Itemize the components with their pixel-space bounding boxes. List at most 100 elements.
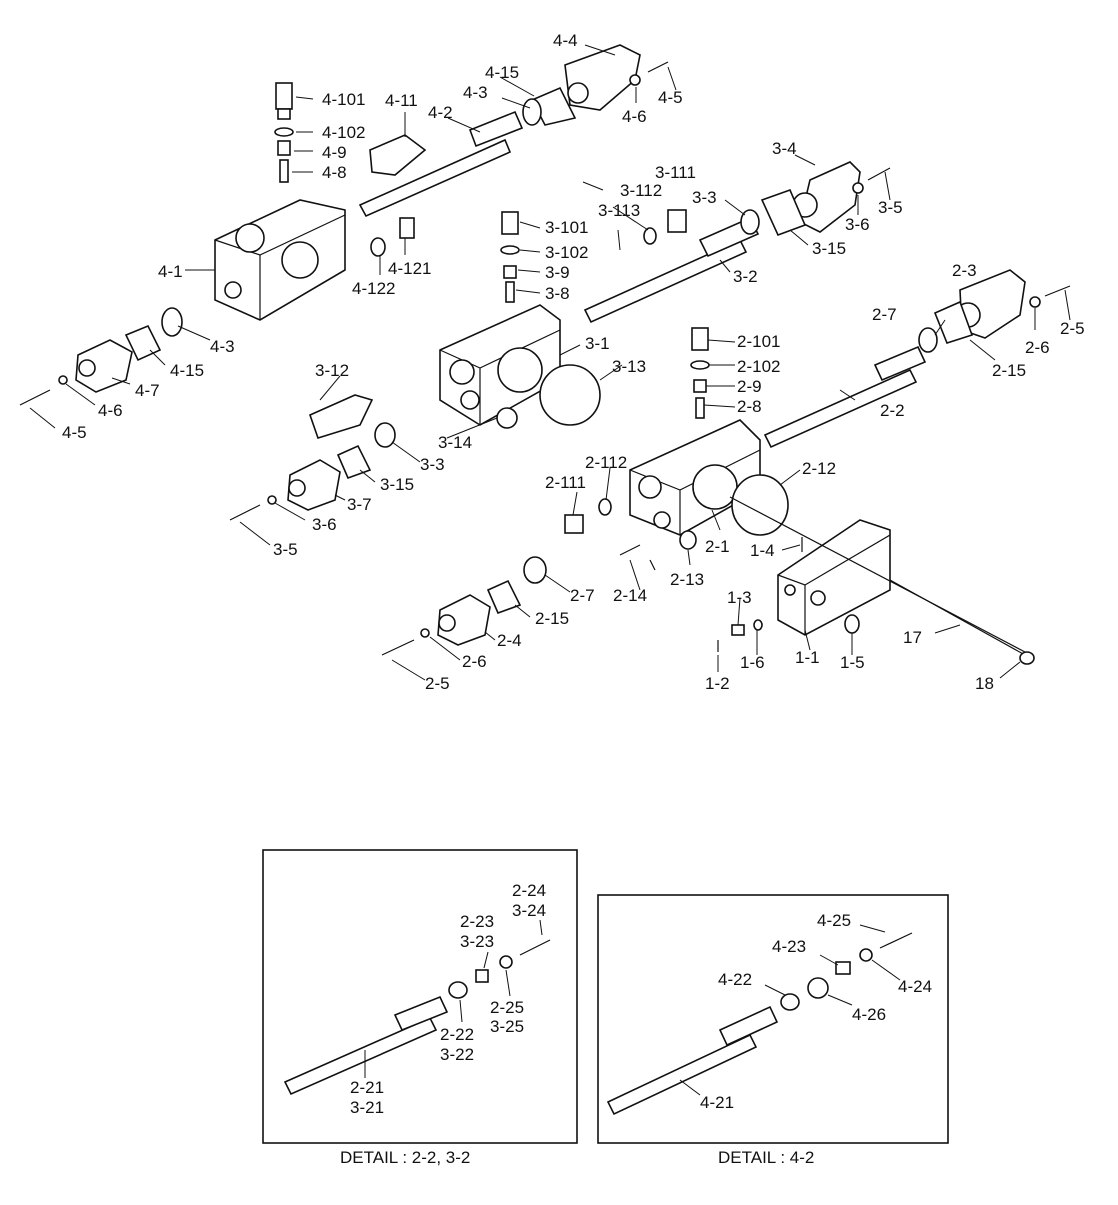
label-4-5: 4-5 bbox=[62, 423, 87, 442]
detail-label-4-25: 4-25 bbox=[817, 911, 851, 930]
label-3-13: 3-13 bbox=[612, 357, 646, 376]
section-1-parts bbox=[717, 496, 1035, 679]
label-2-15: 2-15 bbox=[992, 361, 1026, 380]
label-4-7: 4-7 bbox=[135, 381, 160, 400]
label-3-3: 3-3 bbox=[692, 188, 717, 207]
label-2-12: 2-12 bbox=[802, 459, 836, 478]
o-ring-3-3a bbox=[740, 209, 760, 235]
label-3-2: 3-2 bbox=[733, 267, 758, 286]
label-2-8: 2-8 bbox=[737, 397, 762, 416]
label-2-7: 2-7 bbox=[872, 305, 897, 324]
label-2-6: 2-6 bbox=[462, 652, 487, 671]
plug-2-111 bbox=[564, 514, 584, 534]
label-4-15: 4-15 bbox=[485, 63, 519, 82]
detail-label-2-24: 2-24 bbox=[512, 881, 546, 900]
label-2-5: 2-5 bbox=[1060, 319, 1085, 338]
label-3-15: 3-15 bbox=[812, 239, 846, 258]
label-2-111: 2-111 bbox=[545, 473, 586, 492]
label-4-15: 4-15 bbox=[170, 361, 204, 380]
cap-4-11 bbox=[369, 134, 427, 176]
bolt-3-5b bbox=[229, 504, 261, 521]
label-18: 18 bbox=[975, 674, 994, 693]
plug-3-12 bbox=[309, 394, 374, 439]
label-3-4: 3-4 bbox=[772, 139, 797, 158]
label-2-102: 2-102 bbox=[737, 357, 780, 376]
label-2-1: 2-1 bbox=[705, 537, 730, 556]
o-ring-3-13 bbox=[539, 364, 601, 426]
plug-1-3 bbox=[731, 624, 745, 636]
end-block-1-1 bbox=[777, 519, 891, 636]
label-3-7: 3-7 bbox=[347, 495, 372, 514]
gasket-2-15a bbox=[933, 300, 974, 344]
o-ring-2-13 bbox=[679, 530, 697, 550]
label-2-13: 2-13 bbox=[670, 570, 704, 589]
label-2-3: 2-3 bbox=[952, 261, 977, 280]
label-2-5: 2-5 bbox=[425, 674, 450, 693]
o-ring-3-3b bbox=[374, 422, 396, 448]
label-1-2: 1-2 bbox=[705, 674, 730, 693]
label-4-5: 4-5 bbox=[658, 88, 683, 107]
detail-label-2-25: 2-25 bbox=[490, 998, 524, 1017]
label-4-101: 4-101 bbox=[322, 90, 365, 109]
plug-4-121 bbox=[399, 217, 415, 239]
label-2-4: 2-4 bbox=[497, 631, 522, 650]
label-2-15: 2-15 bbox=[535, 609, 569, 628]
label-3-9: 3-9 bbox=[545, 263, 570, 282]
label-3-111: 3-111 bbox=[655, 163, 696, 182]
cover-4-7 bbox=[75, 339, 133, 393]
bolt-3-5a bbox=[867, 167, 891, 181]
label-4-122: 4-122 bbox=[352, 279, 395, 298]
label-4-121: 4-121 bbox=[388, 259, 431, 278]
detail-label-3-21: 3-21 bbox=[350, 1098, 384, 1117]
label-3-112: 3-112 bbox=[620, 181, 662, 200]
detail-label-4-24: 4-24 bbox=[898, 977, 932, 996]
o-ring-4-122 bbox=[370, 237, 386, 257]
o-ring-1-5 bbox=[844, 614, 860, 634]
o-ring-4-3a bbox=[522, 98, 542, 126]
label-2-101: 2-101 bbox=[737, 332, 780, 351]
detail-caption-left: DETAIL : 2-2, 3-2 bbox=[340, 1148, 470, 1167]
spool-4-2 bbox=[358, 138, 512, 218]
label-2-112: 2-112 bbox=[585, 453, 627, 472]
label-1-1: 1-1 bbox=[795, 648, 820, 667]
spool-2-2 bbox=[763, 368, 918, 449]
o-ring-1-6 bbox=[753, 619, 763, 631]
bolt-2-14 bbox=[619, 544, 641, 556]
detail-label-2-22: 2-22 bbox=[440, 1025, 474, 1044]
bolt-2-5b bbox=[381, 639, 415, 656]
label-3-113: 3-113 bbox=[598, 201, 640, 220]
label-3-14: 3-14 bbox=[438, 433, 472, 452]
plug-2-101 bbox=[691, 327, 709, 351]
nut-18 bbox=[1019, 651, 1035, 665]
label-2-2: 2-2 bbox=[880, 401, 905, 420]
plug-4-101 bbox=[275, 82, 293, 110]
gasket-2-15b bbox=[486, 579, 522, 615]
o-ring-2-7a bbox=[918, 327, 938, 353]
label-4-6: 4-6 bbox=[622, 107, 647, 126]
detail-label-3-23: 3-23 bbox=[460, 932, 494, 951]
label-2-6: 2-6 bbox=[1025, 338, 1050, 357]
label-4-11: 4-11 bbox=[385, 91, 418, 110]
detail-label-4-21: 4-21 bbox=[700, 1093, 734, 1112]
section-3-parts bbox=[229, 154, 891, 546]
gasket-3-15b bbox=[336, 444, 372, 480]
cover-3-7 bbox=[287, 459, 341, 511]
detail-label-2-21: 2-21 bbox=[350, 1078, 384, 1097]
cover-2-4 bbox=[437, 594, 491, 646]
o-ring-2-112 bbox=[598, 498, 612, 516]
label-4-1: 4-1 bbox=[158, 262, 183, 281]
label-4-102: 4-102 bbox=[322, 123, 365, 142]
detail-panel-4-2: 4-25 4-23 4-24 4-22 4-26 4-21 DETAIL : 4… bbox=[597, 894, 949, 1167]
label-3-102: 3-102 bbox=[545, 243, 588, 262]
detail-label-2-23: 2-23 bbox=[460, 912, 494, 931]
label-3-8: 3-8 bbox=[545, 284, 570, 303]
label-2-14: 2-14 bbox=[613, 586, 647, 605]
section-2-parts bbox=[381, 269, 1071, 681]
label-3-15: 3-15 bbox=[380, 475, 414, 494]
spool-3-2 bbox=[583, 238, 748, 324]
label-17: 17 bbox=[903, 628, 922, 647]
label-1-5: 1-5 bbox=[840, 653, 865, 672]
label-4-3: 4-3 bbox=[210, 337, 235, 356]
